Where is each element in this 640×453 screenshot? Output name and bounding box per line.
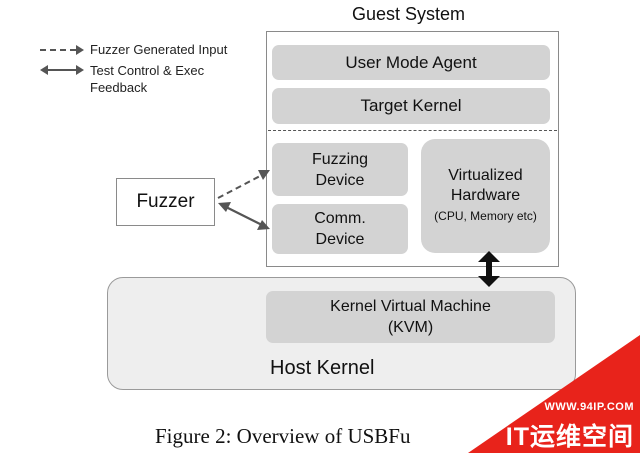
comm-device-line2: Device	[315, 231, 365, 248]
comm-device-box: Comm. Device	[272, 204, 408, 254]
target-kernel-label: Target Kernel	[360, 96, 462, 115]
legend-fuzzer-input-label: Fuzzer Generated Input	[90, 42, 228, 57]
virtualized-hw-line2: Hardware	[450, 187, 521, 204]
fuzzer-box: Fuzzer	[116, 178, 215, 226]
test-control-arrow	[225, 206, 263, 226]
kvm-line1: Kernel Virtual Machine	[330, 298, 491, 315]
watermark-url: WWW.94IP.COM	[544, 401, 634, 413]
virtualized-hw-line1: Virtualized	[448, 167, 523, 184]
comm-device-line1: Comm.	[314, 210, 366, 227]
kvm-line2: (KVM)	[387, 319, 434, 336]
guest-system-title: Guest System	[351, 4, 466, 24]
legend-feedback-label: Feedback	[90, 80, 148, 95]
fuzzer-input-arrow	[217, 174, 263, 199]
guest-divider	[268, 130, 557, 131]
kvm-box: Kernel Virtual Machine (KVM)	[266, 291, 555, 343]
figure-caption: Figure 2: Overview of USBFu	[155, 424, 411, 448]
fuzzing-device-line2: Device	[315, 171, 365, 189]
virtualized-hardware-box: Virtualized Hardware (CPU, Memory etc)	[421, 139, 550, 253]
fuzzing-device-line1: Fuzzing	[311, 150, 369, 168]
legend-arrows	[40, 45, 84, 75]
kvm-hardware-arrow	[478, 251, 500, 287]
fuzzing-device-box: Fuzzing Device	[272, 143, 408, 196]
host-kernel-label: Host Kernel	[270, 357, 375, 379]
virtualized-hw-line3: (CPU, Memory etc)	[434, 209, 537, 223]
legend-test-control-label: Test Control & Exec	[90, 63, 205, 78]
fuzzer-label: Fuzzer	[136, 191, 195, 212]
target-kernel-box: Target Kernel	[272, 88, 550, 124]
user-mode-agent-box: User Mode Agent	[272, 45, 550, 80]
user-mode-agent-label: User Mode Agent	[345, 52, 477, 72]
watermark-brand: IT运维空间	[505, 423, 634, 451]
